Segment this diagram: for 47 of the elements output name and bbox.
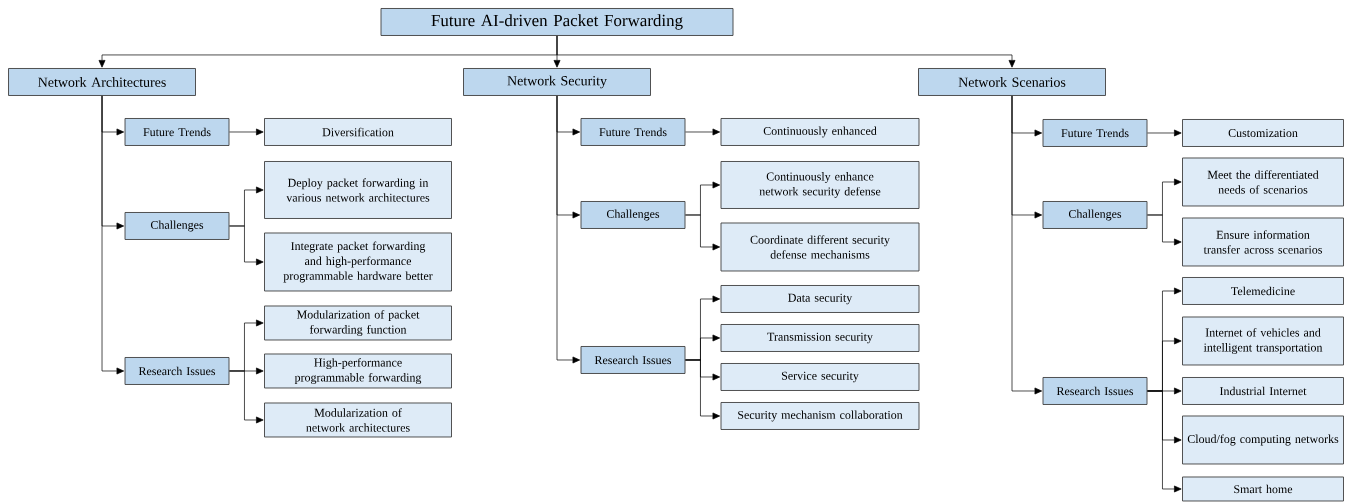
item-box: Service security: [720, 363, 920, 391]
item-box: Industrial Internet: [1182, 377, 1344, 405]
item-box: Ensure information transfer across scenarios: [1182, 217, 1344, 267]
arrow: [229, 225, 264, 266]
arrow: [1011, 95, 1043, 395]
item-box: Integrate packet forwarding and high-performance programmable hardware better: [264, 232, 452, 292]
item-box: Continuously enhanced: [720, 118, 920, 146]
category-box: Network Scenarios: [918, 68, 1106, 96]
item-box: Continuously enhance network security defense: [720, 161, 920, 209]
arrow: [101, 95, 125, 375]
title-box: Future AI-driven Packet Forwarding: [380, 8, 734, 36]
item-box: Security mechanism collaboration: [720, 402, 920, 430]
arrow: [685, 359, 721, 420]
item-box: Modularization of packet forwarding function: [264, 305, 452, 341]
arrow: [685, 214, 721, 251]
item-box: Cloud/fog computing networks: [1182, 415, 1344, 465]
arrow: [685, 128, 721, 136]
item-box: High-performance programmable forwarding: [264, 353, 452, 389]
topic-box: Research Issues: [580, 346, 686, 374]
topic-box: Future Trends: [1042, 119, 1148, 147]
arrow: [229, 370, 264, 424]
item-box: Customization: [1182, 119, 1344, 147]
item-box: Diversification: [264, 118, 452, 146]
arrow: [1147, 390, 1182, 493]
item-box: Modularization of network architectures: [264, 402, 452, 438]
topic-box: Challenges: [124, 212, 230, 240]
topic-box: Future Trends: [124, 118, 230, 146]
item-box: Smart home: [1182, 476, 1344, 502]
arrow: [556, 95, 581, 364]
item-box: Internet of vehicles and intelligent transportation: [1182, 316, 1344, 366]
arrow: [229, 128, 264, 136]
category-box: Network Security: [463, 68, 651, 96]
item-box: Deploy packet forwarding in various network architectures: [264, 161, 452, 219]
item-box: Meet the differentiated needs of scenarios: [1182, 157, 1344, 207]
item-box: Telemedicine: [1182, 277, 1344, 305]
topic-box: Research Issues: [124, 357, 230, 385]
item-box: Transmission security: [720, 324, 920, 352]
item-box: Coordinate different security defense mechanisms: [720, 222, 920, 272]
topic-box: Challenges: [580, 201, 686, 229]
topic-box: Future Trends: [580, 118, 686, 146]
arrow: [1147, 129, 1182, 137]
item-box: Data security: [720, 285, 920, 313]
category-box: Network Architectures: [8, 68, 196, 96]
topic-box: Challenges: [1042, 201, 1148, 229]
arrow: [1147, 214, 1182, 246]
arrow: [556, 35, 1016, 68]
topic-box: Research Issues: [1042, 377, 1148, 405]
